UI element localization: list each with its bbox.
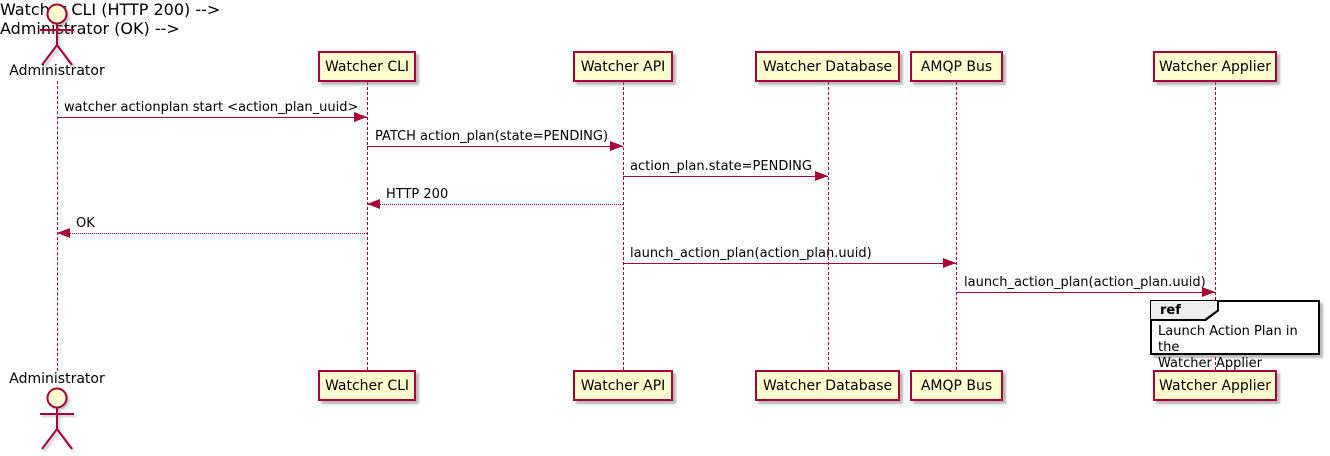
- participant-watcher-api-bottom: Watcher API: [573, 370, 673, 401]
- participant-watcher-applier-top: Watcher Applier: [1153, 51, 1277, 82]
- participant-watcher-applier-bottom: Watcher Applier: [1153, 370, 1277, 401]
- ref-text: Launch Action Plan in the Watcher Applie…: [1152, 322, 1318, 374]
- lifeline-amqp-bus: [956, 82, 957, 370]
- message-line: [623, 263, 956, 264]
- ref-fragment: ref Launch Action Plan in the Watcher Ap…: [1150, 300, 1320, 371]
- message-label: PATCH action_plan(state=PENDING): [375, 129, 609, 144]
- arrowhead-right-icon: [943, 258, 956, 268]
- lifeline-administrator: [57, 81, 58, 371]
- message-label: action_plan.state=PENDING: [630, 159, 812, 174]
- lifeline-watcher-cli: [367, 82, 368, 370]
- arrowhead-right-icon: [1202, 287, 1215, 297]
- message-label: HTTP 200: [386, 187, 449, 202]
- message-line: [57, 233, 367, 234]
- message-line: [623, 176, 828, 177]
- message-line: [956, 292, 1215, 293]
- ref-text-line1: Launch Action Plan in the: [1158, 324, 1298, 355]
- actor-label-top: Administrator: [9, 63, 105, 79]
- administrator-figure-icon: [40, 387, 74, 450]
- message-label: watcher actionplan start <action_plan_uu…: [64, 100, 359, 115]
- participant-watcher-database-bottom: Watcher Database: [755, 370, 900, 401]
- message-label: launch_action_plan(action_plan.uuid): [630, 246, 872, 261]
- ref-text-line2: Watcher Applier: [1158, 356, 1262, 371]
- arrowhead-left-icon: [367, 199, 380, 209]
- participant-watcher-cli-bottom: Watcher CLI: [318, 370, 416, 401]
- message-line: [367, 146, 623, 147]
- ref-header: ref: [1151, 301, 1219, 321]
- message-label: OK: [76, 216, 95, 231]
- lifeline-watcher-database: [828, 82, 829, 370]
- lifeline-watcher-applier: [1215, 82, 1216, 370]
- lifeline-watcher-api: [623, 82, 624, 370]
- participant-amqp-bus-top: AMQP Bus: [910, 51, 1003, 82]
- administrator-figure-icon: [40, 3, 74, 66]
- ref-keyword: ref: [1151, 301, 1217, 319]
- message-line: [57, 117, 367, 118]
- arrowhead-right-icon: [354, 112, 367, 122]
- arrowhead-right-icon: [815, 171, 828, 181]
- arrowhead-left-icon: [57, 228, 70, 238]
- participant-amqp-bus-bottom: AMQP Bus: [910, 370, 1003, 401]
- participant-watcher-database-top: Watcher Database: [755, 51, 900, 82]
- actor-label-bottom: Administrator: [9, 371, 105, 387]
- message-line: [367, 204, 623, 205]
- participant-watcher-api-top: Watcher API: [573, 51, 673, 82]
- arrowhead-right-icon: [610, 141, 623, 151]
- message-label: launch_action_plan(action_plan.uuid): [964, 275, 1206, 290]
- participant-watcher-cli-top: Watcher CLI: [318, 51, 416, 82]
